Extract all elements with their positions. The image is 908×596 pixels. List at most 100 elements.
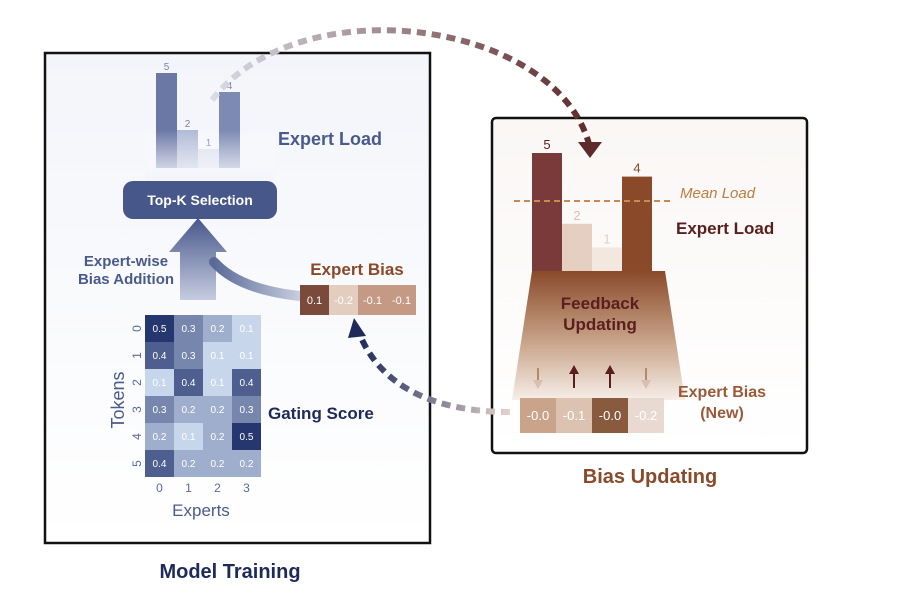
right-expert-load-label: Expert Load (676, 219, 774, 238)
topk-selection-label: Top-K Selection (147, 192, 253, 208)
heatmap-cell-value: 0.3 (153, 405, 167, 416)
heatmap-row-tick: 4 (130, 433, 144, 440)
heatmap-cell-value: 0.1 (211, 378, 225, 389)
left-expert-bias-label: Expert Bias (310, 260, 404, 279)
left-load-bar-value: 2 (185, 119, 191, 130)
left-bias-cell (329, 285, 358, 315)
heatmap-cell-value: 0.4 (153, 459, 167, 470)
new-expert-bias-cells: -0.0-0.1-0.0-0.2 (520, 398, 664, 433)
heatmap-cell (174, 342, 203, 369)
heatmap-col-tick: 0 (156, 481, 163, 495)
heatmap-cell (232, 342, 261, 369)
right-load-bar-value: 5 (543, 137, 550, 152)
heatmap-cell-value: 0.2 (211, 432, 225, 443)
left-bars-fade (145, 130, 275, 180)
bias-flow-arrow (209, 257, 305, 301)
bias-direction-arrows (533, 365, 651, 389)
heatmap-cell-value: 0.5 (153, 324, 167, 335)
heatmap-cell-value: 0.2 (211, 324, 225, 335)
heatmap-col-tick: 3 (243, 481, 250, 495)
right-load-bar (622, 176, 652, 271)
heatmap-cell-value: 0.3 (182, 351, 196, 362)
heatmap-cell-value: 0.1 (211, 351, 225, 362)
right-load-bar (562, 223, 592, 271)
new-bias-cell-value: -0.1 (563, 408, 585, 423)
heatmap-col-tick: 1 (185, 481, 192, 495)
heatmap-row-tick: 5 (130, 460, 144, 467)
right-load-bar-value: 4 (633, 161, 640, 176)
experts-axis-label: Experts (172, 501, 230, 520)
heatmap-row-tick: 0 (130, 325, 144, 332)
heatmap-cell-value: 0.5 (240, 432, 254, 443)
heatmap-cell-value: 0.1 (240, 351, 254, 362)
heatmap-cell-value: 0.4 (153, 351, 167, 362)
down-arrow-icon (641, 380, 651, 389)
feedback-label-1: Feedback (561, 294, 640, 313)
heatmap-cell (174, 396, 203, 423)
heatmap-cell (145, 315, 174, 342)
left-bias-cell-value: 0.1 (307, 295, 322, 307)
topk-selection-box (123, 181, 277, 219)
heatmap-cell-value: 0.3 (240, 405, 254, 416)
gating-score-heatmap: 0.5 0.3 0.2 0.1 0.4 0.3 0.1 0.1 0.1 0.4 0.1 0.4 0.3 0… (130, 315, 261, 495)
heatmap-cell (203, 450, 232, 477)
left-load-bar-value: 4 (227, 81, 233, 92)
feedback-funnel (512, 271, 685, 400)
bias-addition-label-2: Bias Addition (78, 271, 174, 288)
heatmap-cell-value: 0.2 (182, 459, 196, 470)
left-bias-cell (358, 285, 387, 315)
heatmap-row-tick: 2 (130, 379, 144, 386)
left-bias-cell (387, 285, 416, 315)
feedback-label-2: Updating (563, 315, 637, 334)
tokens-axis-label: Tokens (108, 371, 128, 428)
heatmap-col-tick: 2 (214, 481, 221, 495)
heatmap-cell (232, 396, 261, 423)
up-arrow-icon (605, 365, 615, 374)
bottom-feedback-arc (355, 328, 511, 415)
new-bias-cell (520, 398, 556, 433)
heatmap-row-tick: 3 (130, 406, 144, 413)
heatmap-cell (145, 369, 174, 396)
heatmap-cell-value: 0.2 (182, 405, 196, 416)
heatmap-cell (174, 450, 203, 477)
left-expert-load-label: Expert Load (278, 129, 382, 149)
left-bias-cell-value: -0.1 (392, 295, 411, 307)
new-bias-cell-value: -0.0 (599, 408, 621, 423)
top-arc-arrowhead (578, 142, 602, 158)
bias-updating-caption: Bias Updating (583, 466, 717, 488)
heatmap-cell (203, 396, 232, 423)
up-arrow (169, 218, 227, 300)
left-bias-cell-value: -0.1 (363, 295, 382, 307)
heatmap-cell (232, 315, 261, 342)
left-expert-bias-cells: 0.1-0.2-0.1-0.1 (300, 285, 416, 315)
model-training-caption: Model Training (159, 561, 300, 583)
heatmap-cell-value: 0.1 (240, 324, 254, 335)
heatmap-cell-value: 0.1 (182, 432, 196, 443)
heatmap-cell-value: 0.4 (182, 378, 196, 389)
new-bias-label-1: Expert Bias (678, 384, 766, 401)
heatmap-cell (203, 342, 232, 369)
heatmap-cell (203, 423, 232, 450)
new-bias-cell (628, 398, 664, 433)
heatmap-cell (145, 423, 174, 450)
down-arrow-icon (533, 380, 543, 389)
heatmap-cell (174, 315, 203, 342)
right-load-bar-value: 1 (603, 231, 610, 246)
heatmap-cell (174, 369, 203, 396)
new-bias-cell (592, 398, 628, 433)
new-bias-cell-value: -0.0 (527, 408, 549, 423)
heatmap-cell-value: 0.2 (211, 459, 225, 470)
heatmap-cell-value: 0.1 (153, 378, 167, 389)
heatmap-cell (232, 450, 261, 477)
bottom-arc-arrowhead (348, 318, 366, 338)
heatmap-cell (232, 369, 261, 396)
heatmap-cell (203, 315, 232, 342)
right-load-bar (592, 247, 622, 271)
heatmap-cell (145, 450, 174, 477)
heatmap-cell (203, 369, 232, 396)
top-feedback-arc (209, 27, 593, 149)
bias-addition-label-1: Expert-wise (84, 253, 168, 270)
gating-score-label: Gating Score (268, 404, 374, 423)
